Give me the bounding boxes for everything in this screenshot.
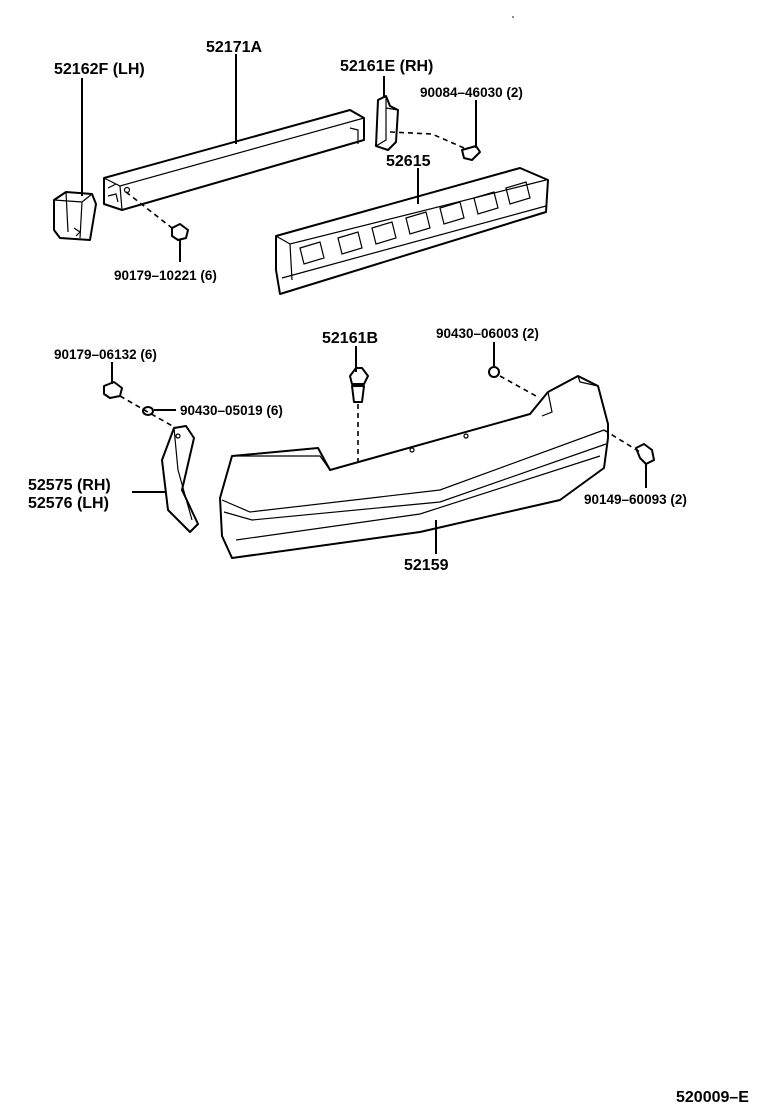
- label-90179-10221: 90179–10221 (6): [114, 268, 217, 283]
- bolt-90149-60093: [635, 443, 655, 465]
- label-90179-06132: 90179–06132 (6): [54, 347, 157, 362]
- label-52161e: 52161E (RH): [340, 58, 433, 75]
- label-90430-06003: 90430–06003 (2): [436, 326, 539, 341]
- nut-90179-10221: [171, 223, 189, 241]
- washer-90430-06003: [488, 366, 500, 378]
- label-90084-46030: 90084–46030 (2): [420, 85, 523, 100]
- label-52161b: 52161B: [322, 330, 378, 347]
- washer-90430-05019: [142, 406, 154, 416]
- label-90149-60093: 90149–60093 (2): [584, 492, 687, 507]
- retainer-52575-52576: [161, 425, 199, 533]
- bolt-90084-46030: [461, 145, 481, 161]
- bracket-52161e: [375, 95, 399, 151]
- bumper-cover-52159: [219, 375, 609, 559]
- figure-code: 520009–E: [676, 1089, 749, 1106]
- label-52575: 52575 (RH): [28, 477, 111, 494]
- label-52171a: 52171A: [206, 39, 262, 56]
- absorber-52615: [275, 167, 549, 295]
- label-52576: 52576 (LH): [28, 495, 109, 512]
- clip-52161b: [349, 367, 369, 403]
- label-90430-05019: 90430–05019 (6): [180, 403, 283, 418]
- nut-90179-06132: [103, 381, 123, 399]
- speck-dot: [512, 16, 514, 18]
- reinforcement-52171a: [103, 109, 365, 211]
- label-52162f: 52162F (LH): [54, 61, 145, 78]
- label-52159: 52159: [404, 557, 449, 574]
- label-52615: 52615: [386, 153, 431, 170]
- bracket-52162f: [53, 191, 97, 241]
